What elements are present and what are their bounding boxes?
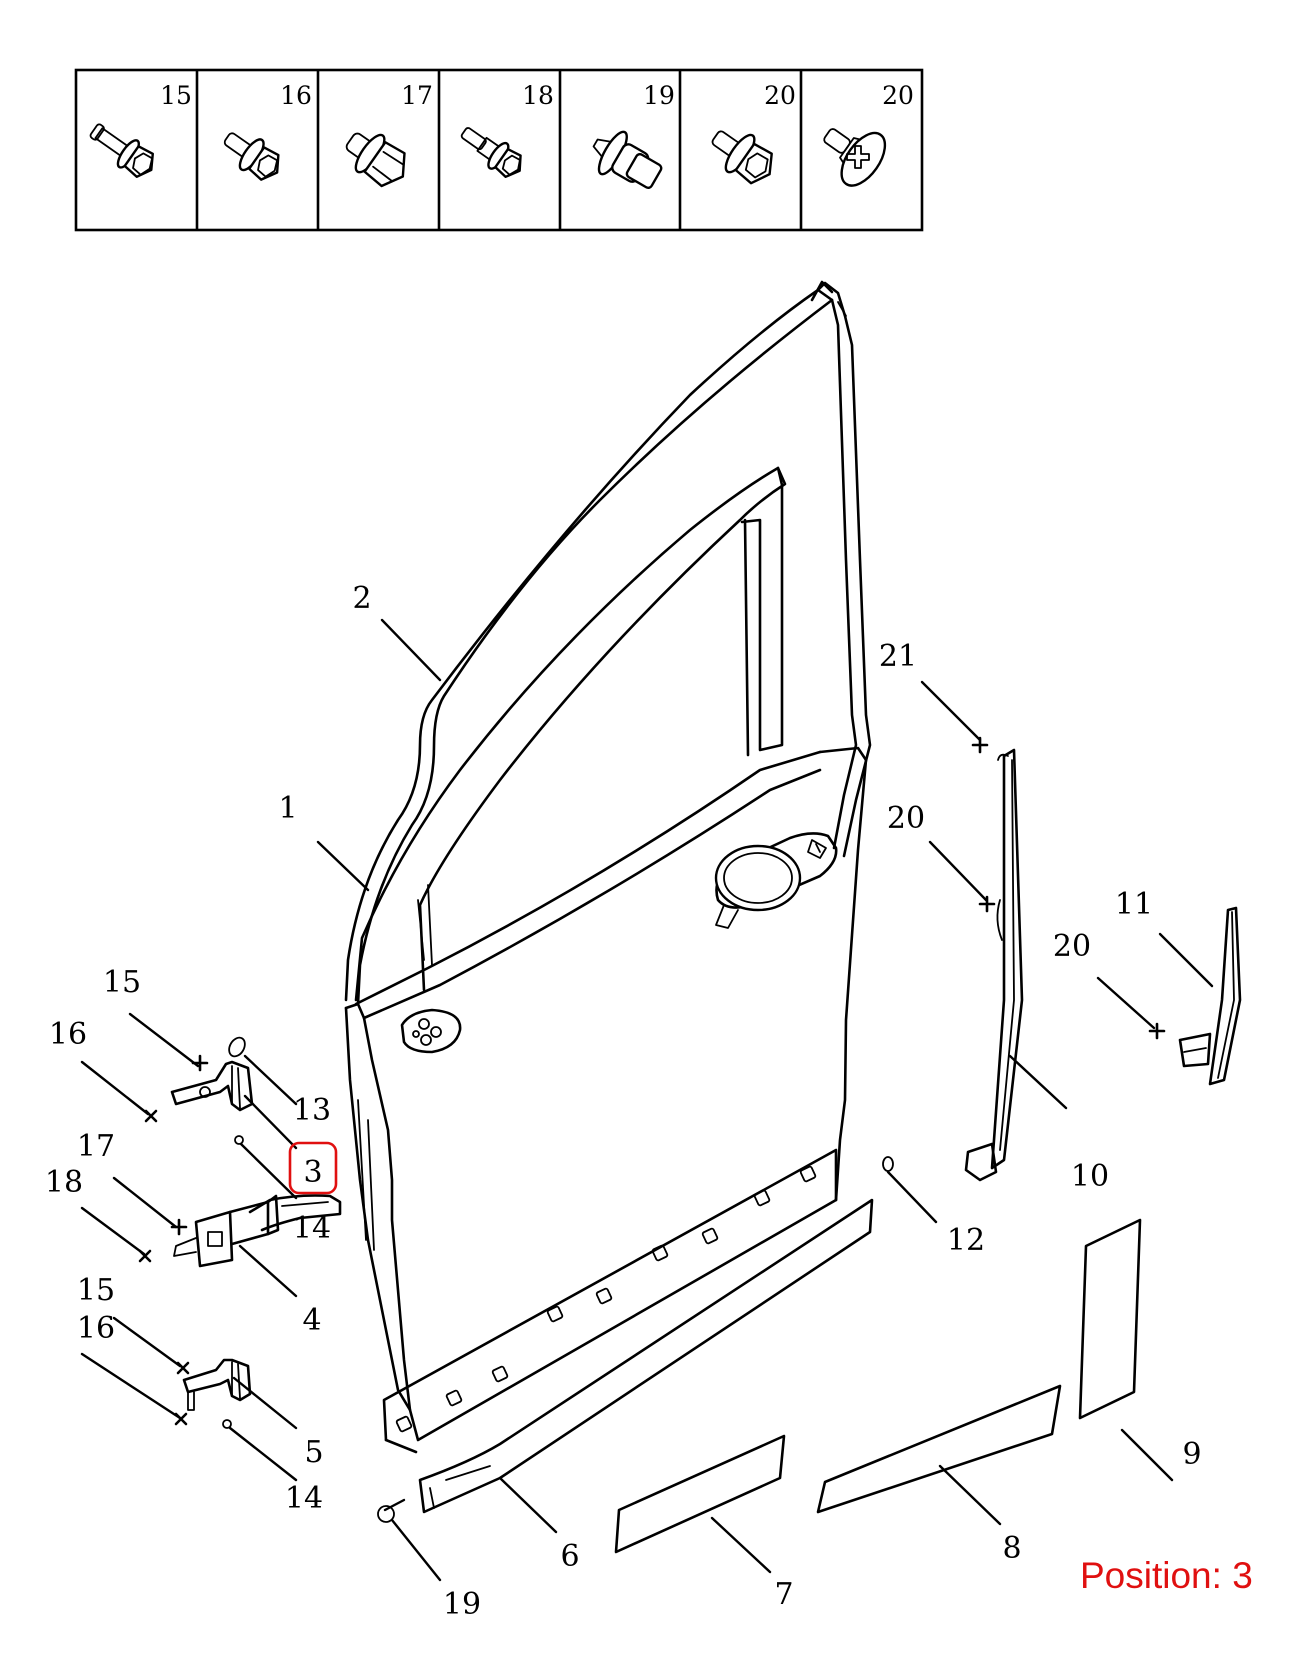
callout-10: 10 xyxy=(1071,1159,1109,1194)
protective-film-7 xyxy=(614,1434,786,1554)
table-header-19: 19 xyxy=(643,81,675,110)
door-check xyxy=(173,1194,342,1268)
lower-hinge xyxy=(182,1358,252,1411)
callout-19: 19 xyxy=(443,1587,481,1622)
upper-hinge xyxy=(170,1060,254,1112)
callout-14a: 14 xyxy=(293,1211,331,1246)
table-header-17: 17 xyxy=(401,81,433,110)
callout-14b: 14 xyxy=(285,1481,323,1516)
callout-labels: 2 1 21 20 11 20 10 12 15 16 13 3 17 18 1… xyxy=(45,581,1202,1622)
callout-16a: 16 xyxy=(49,1017,87,1052)
callout-3: 3 xyxy=(303,1155,322,1190)
hinge-cap-13 xyxy=(228,1036,246,1058)
fastener-table: 15 16 17 18 19 20 20 xyxy=(74,68,924,232)
table-header-16: 16 xyxy=(280,81,312,110)
plug-12 xyxy=(882,1156,894,1172)
protective-film-8 xyxy=(816,1384,1062,1514)
rear-weatherstrip xyxy=(964,748,1024,1182)
door-frame-seal xyxy=(344,280,872,1006)
protective-film-9 xyxy=(1078,1218,1142,1420)
callout-5: 5 xyxy=(304,1435,323,1470)
mirror-mount xyxy=(400,1008,462,1054)
plug-19 xyxy=(377,1505,395,1523)
callout-7: 7 xyxy=(774,1577,793,1612)
callout-13: 13 xyxy=(293,1093,331,1128)
push-clip-icon xyxy=(592,130,663,189)
callout-11: 11 xyxy=(1115,887,1153,922)
molding-clip-holes xyxy=(395,1165,817,1433)
table-header-20a: 20 xyxy=(764,81,796,110)
phillips-screw-icon xyxy=(823,128,887,187)
leader-lines xyxy=(80,618,1214,1582)
table-header-18: 18 xyxy=(522,81,554,110)
callout-8: 8 xyxy=(1002,1531,1021,1566)
selection-highlight xyxy=(288,1141,338,1195)
callout-21: 21 xyxy=(879,639,917,674)
callout-15a: 15 xyxy=(103,965,141,1000)
table-header-15: 15 xyxy=(160,81,192,110)
callout-4: 4 xyxy=(302,1303,321,1338)
glass-run-channel xyxy=(1178,906,1242,1086)
callout-6: 6 xyxy=(560,1539,579,1574)
callout-16b: 16 xyxy=(77,1311,115,1346)
hex-flange-bolt-icon xyxy=(711,130,773,185)
callout-12: 12 xyxy=(947,1223,985,1258)
callout-20b: 20 xyxy=(1053,929,1091,964)
hex-bolt-large-icon xyxy=(345,132,406,188)
callout-3-selected[interactable]: 3 xyxy=(288,1141,338,1195)
flange-bolt-long-icon xyxy=(89,123,154,178)
table-header-20b: 20 xyxy=(882,81,914,110)
callout-15b: 15 xyxy=(77,1273,115,1308)
door-shell xyxy=(344,466,868,1454)
position-label: Position: 3 xyxy=(1080,1555,1253,1596)
callout-20a: 20 xyxy=(887,801,925,836)
callout-1: 1 xyxy=(278,791,297,826)
flange-bolt-stepped-icon xyxy=(460,127,522,179)
callout-17: 17 xyxy=(77,1129,115,1164)
hinge-pin-14a xyxy=(234,1135,244,1145)
callout-18: 18 xyxy=(45,1165,83,1200)
lower-molding xyxy=(418,1198,874,1514)
callout-9: 9 xyxy=(1182,1437,1201,1472)
callout-2: 2 xyxy=(352,581,371,616)
door-handle xyxy=(714,832,838,929)
hinge-pin-14b xyxy=(222,1419,232,1429)
flange-bolt-shoulder-icon xyxy=(223,132,280,181)
